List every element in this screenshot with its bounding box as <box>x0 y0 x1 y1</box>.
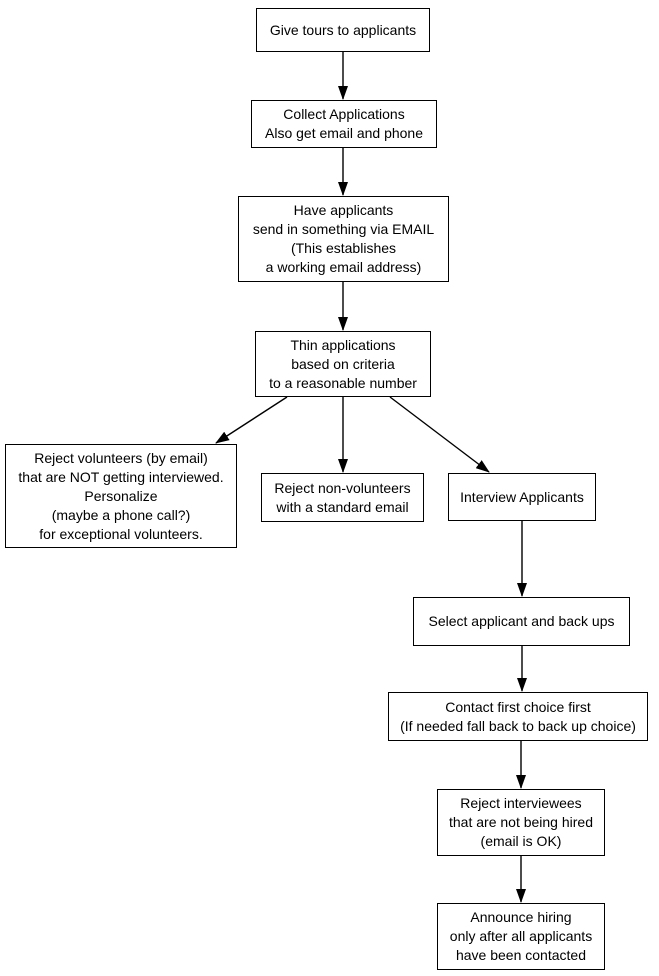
node-give-tours: Give tours to applicants <box>256 8 430 52</box>
node-reject-non-volunteers: Reject non-volunteers with a standard em… <box>261 473 424 522</box>
node-select-applicant: Select applicant and back ups <box>413 597 630 646</box>
node-thin-applications: Thin applications based on criteria to a… <box>255 331 431 397</box>
node-contact-first-choice: Contact first choice first (If needed fa… <box>388 692 648 741</box>
node-email-verification: Have applicants send in something via EM… <box>238 196 449 282</box>
node-interview-applicants: Interview Applicants <box>448 473 596 521</box>
node-announce-hiring: Announce hiring only after all applicant… <box>437 903 605 970</box>
edge-thin-applications-to-interview-applicants <box>389 396 490 473</box>
node-collect-applications: Collect Applications Also get email and … <box>251 100 437 148</box>
node-reject-volunteers: Reject volunteers (by email) that are NO… <box>5 444 237 548</box>
edge-thin-applications-to-reject-volunteers <box>215 396 288 444</box>
node-reject-interviewees: Reject interviewees that are not being h… <box>437 789 605 856</box>
